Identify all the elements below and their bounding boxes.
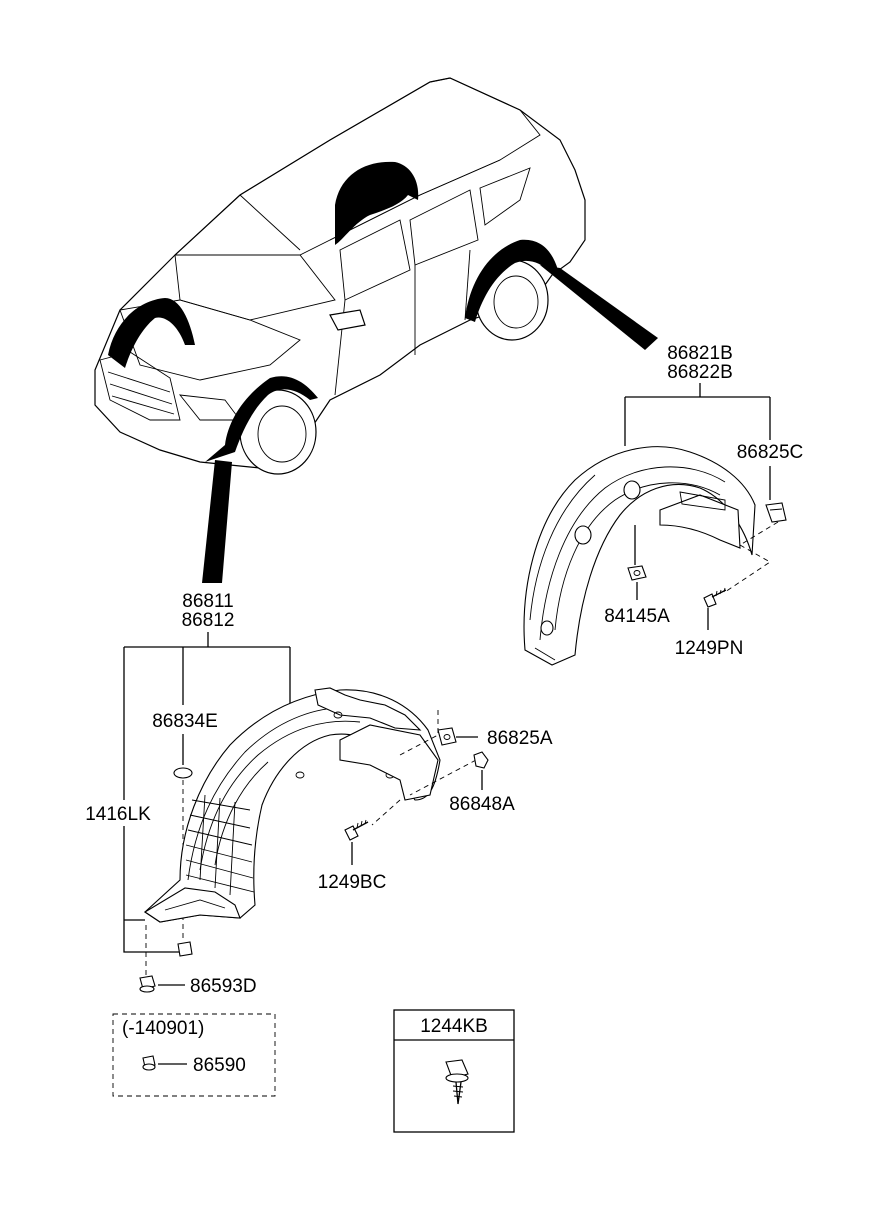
screw-icon (445, 1059, 469, 1105)
label-front-clip-a: 86825A (487, 728, 553, 749)
rear-screw-part (703, 587, 727, 608)
grommet-part (173, 767, 193, 779)
label-front-bolt-group: 1416LK (85, 804, 151, 825)
label-rear-screw: 1249PN (675, 638, 744, 659)
front-clip-b-part (473, 751, 489, 769)
front-nut-part (177, 941, 193, 957)
rear-wheel-guard-drawing (523, 446, 756, 666)
rear-liner-group: 86821B 86822B 86825C (523, 343, 804, 666)
vehicle-illustration (94, 77, 658, 583)
label-bolt-box: 1244KB (420, 1016, 488, 1037)
label-front-grommet: 86834E (152, 711, 218, 732)
front-wheel-guard-drawing (143, 687, 441, 923)
rear-nut-part (627, 525, 647, 581)
optional-rivet-part (142, 1055, 156, 1071)
label-front-liner-lh: 86811 (182, 591, 233, 612)
bolt-box: 1244KB (393, 1009, 515, 1133)
bolt-box-frame (393, 1009, 515, 1133)
label-optional-rivet: 86590 (193, 1055, 246, 1076)
front-rivet-part (139, 975, 156, 993)
rear-clip-part (765, 502, 787, 523)
label-front-clip-b: 86848A (449, 794, 515, 815)
optional-part-box: (-140901) 86590 (112, 1013, 276, 1097)
front-screw-part (344, 819, 369, 841)
label-rear-clip: 86825C (737, 442, 804, 463)
label-rear-liner-rh: 86822B (667, 362, 733, 383)
label-front-liner-rh: 86812 (182, 610, 235, 631)
front-clip-a-part (437, 727, 457, 746)
label-optional-range: (-140901) (122, 1018, 204, 1039)
label-front-screw: 1249BC (318, 872, 387, 893)
optional-box-frame (112, 1013, 276, 1097)
label-front-rivet: 86593D (190, 976, 257, 997)
front-liner-group: 86811 86812 86834E 1416LK (85, 591, 553, 997)
label-rear-nut: 84145A (604, 606, 670, 627)
label-rear-liner-lh: 86821B (667, 343, 733, 364)
